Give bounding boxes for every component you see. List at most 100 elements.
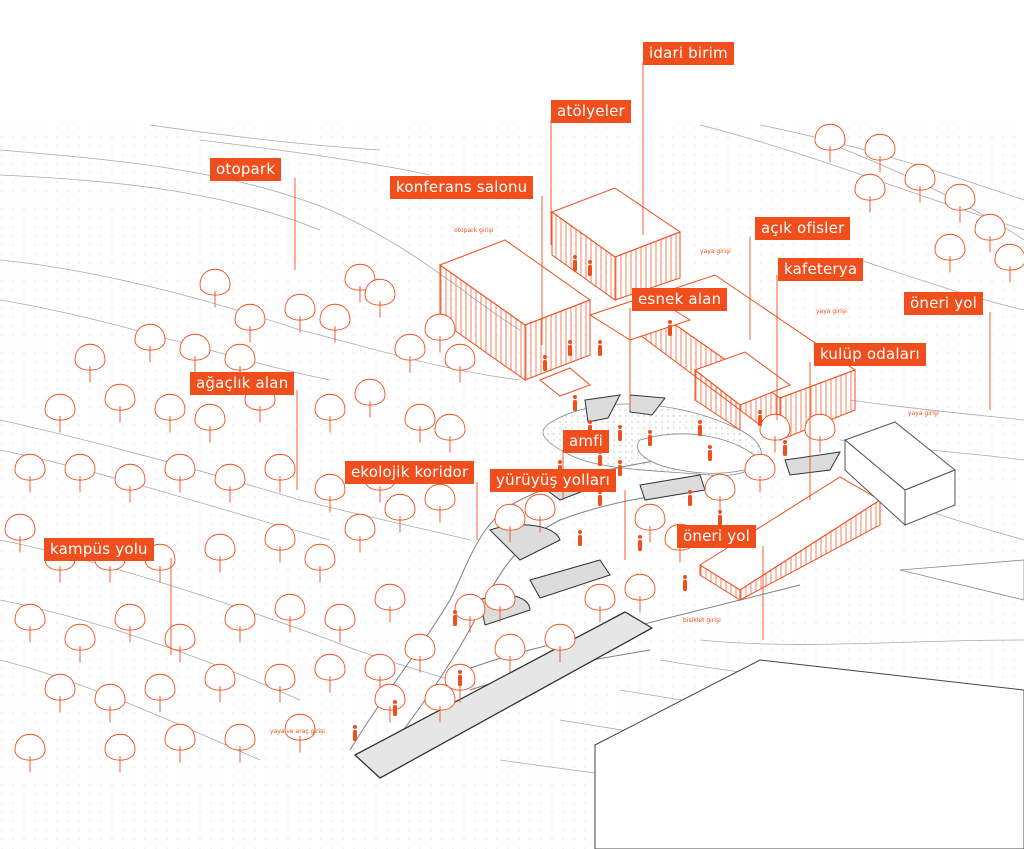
person-head — [698, 420, 702, 424]
tree-canopy — [759, 413, 791, 441]
tree-canopy — [994, 243, 1024, 271]
tree-canopy — [374, 683, 406, 711]
person-figure — [598, 345, 602, 356]
person-figure — [353, 730, 357, 741]
tree-canopy — [434, 413, 466, 441]
person-head — [588, 260, 592, 264]
tree-canopy — [494, 633, 526, 661]
tree-canopy — [404, 403, 436, 431]
person-figure — [783, 445, 787, 456]
person-head — [573, 395, 577, 399]
label-oneri-yol-center: öneri yol — [677, 525, 757, 548]
tree-canopy — [214, 463, 246, 491]
person-figure — [688, 495, 692, 506]
label-kulup-odalari: kulüp odaları — [814, 343, 926, 366]
person-figure — [578, 535, 582, 546]
tree-canopy — [264, 663, 296, 691]
label-ekolojik-koridor: ekolojik koridor — [345, 461, 475, 484]
person-figure — [718, 515, 722, 526]
label-leader-lines — [170, 62, 991, 655]
tree-canopy — [374, 583, 406, 611]
tree-canopy — [14, 453, 46, 481]
label-esnek-alan: esnek alan — [632, 288, 728, 311]
plaza-islands — [479, 394, 841, 626]
tree-canopy — [484, 583, 516, 611]
tree-canopy — [944, 183, 976, 211]
person-figure — [683, 580, 687, 591]
tree-canopy — [234, 303, 266, 331]
tree-canopy — [314, 393, 346, 421]
tree-canopy — [284, 713, 316, 741]
tree-canopy — [364, 278, 396, 306]
person-figure — [598, 495, 602, 506]
tree-canopy — [74, 343, 106, 371]
tree-canopy — [634, 503, 666, 531]
person-figure — [573, 400, 577, 411]
person-figure — [393, 705, 397, 716]
tree-canopy — [344, 513, 376, 541]
tree-canopy — [704, 473, 736, 501]
person-head — [353, 725, 357, 729]
tree-canopy — [64, 623, 96, 651]
tree-canopy — [424, 313, 456, 341]
label-agaclik-alan: ağaçlık alan — [190, 372, 295, 395]
person-figure — [698, 425, 702, 436]
label-idari-birim: idari birim — [643, 42, 734, 65]
tree-canopy — [204, 533, 236, 561]
tree-canopy — [284, 293, 316, 321]
tree-canopy — [14, 603, 46, 631]
parking-strip — [354, 611, 653, 779]
entrance-yaya-girisi-mid: yaya girişi — [816, 308, 847, 315]
person-head — [558, 460, 562, 464]
tree-canopy — [114, 463, 146, 491]
person-head — [578, 530, 582, 534]
tree-canopy — [104, 383, 136, 411]
tree-canopy — [354, 378, 386, 406]
tree-canopy — [304, 543, 336, 571]
label-otopark: otopark — [210, 158, 282, 181]
tree-canopy — [854, 173, 886, 201]
person-head — [638, 535, 642, 539]
tree-canopy — [744, 453, 776, 481]
tree-canopy — [319, 303, 351, 331]
tree-canopy — [224, 343, 256, 371]
person-figure — [598, 455, 602, 466]
person-head — [648, 430, 652, 434]
tree-canopy — [199, 268, 231, 296]
tree-canopy — [224, 723, 256, 751]
person-figure — [618, 465, 622, 476]
person-head — [683, 575, 687, 579]
person-head — [618, 425, 622, 429]
tree-canopy — [114, 603, 146, 631]
person-head — [758, 410, 762, 414]
person-figure — [668, 325, 672, 336]
tree-canopy — [44, 393, 76, 421]
tree-canopy — [904, 163, 936, 191]
tree-canopy — [424, 483, 456, 511]
entrance-yaya-girisi-top: yaya girişi — [700, 248, 731, 255]
tree-canopy — [424, 683, 456, 711]
tree-canopy — [204, 663, 236, 691]
label-konferans-salonu: konferans salonu — [390, 176, 534, 199]
person-figure — [588, 265, 592, 276]
tree-canopy — [134, 323, 166, 351]
tree-canopy — [404, 633, 436, 661]
person-figure — [458, 675, 462, 686]
person-figure — [618, 430, 622, 441]
tree-canopy — [314, 473, 346, 501]
tree-canopy — [444, 343, 476, 371]
person-head — [668, 320, 672, 324]
label-acik-ofisler: açık ofisler — [755, 217, 851, 240]
person-head — [718, 510, 722, 514]
person-figure — [708, 450, 712, 461]
person-figure — [758, 415, 762, 426]
tree-canopy — [179, 333, 211, 361]
tree-canopy — [314, 653, 346, 681]
tree-canopy — [494, 503, 526, 531]
person-head — [543, 355, 547, 359]
tree-canopy — [394, 333, 426, 361]
tree-canopy — [544, 623, 576, 651]
entrance-otopark-girisi: otopark girişi — [454, 227, 494, 234]
tree-canopy — [384, 493, 416, 521]
